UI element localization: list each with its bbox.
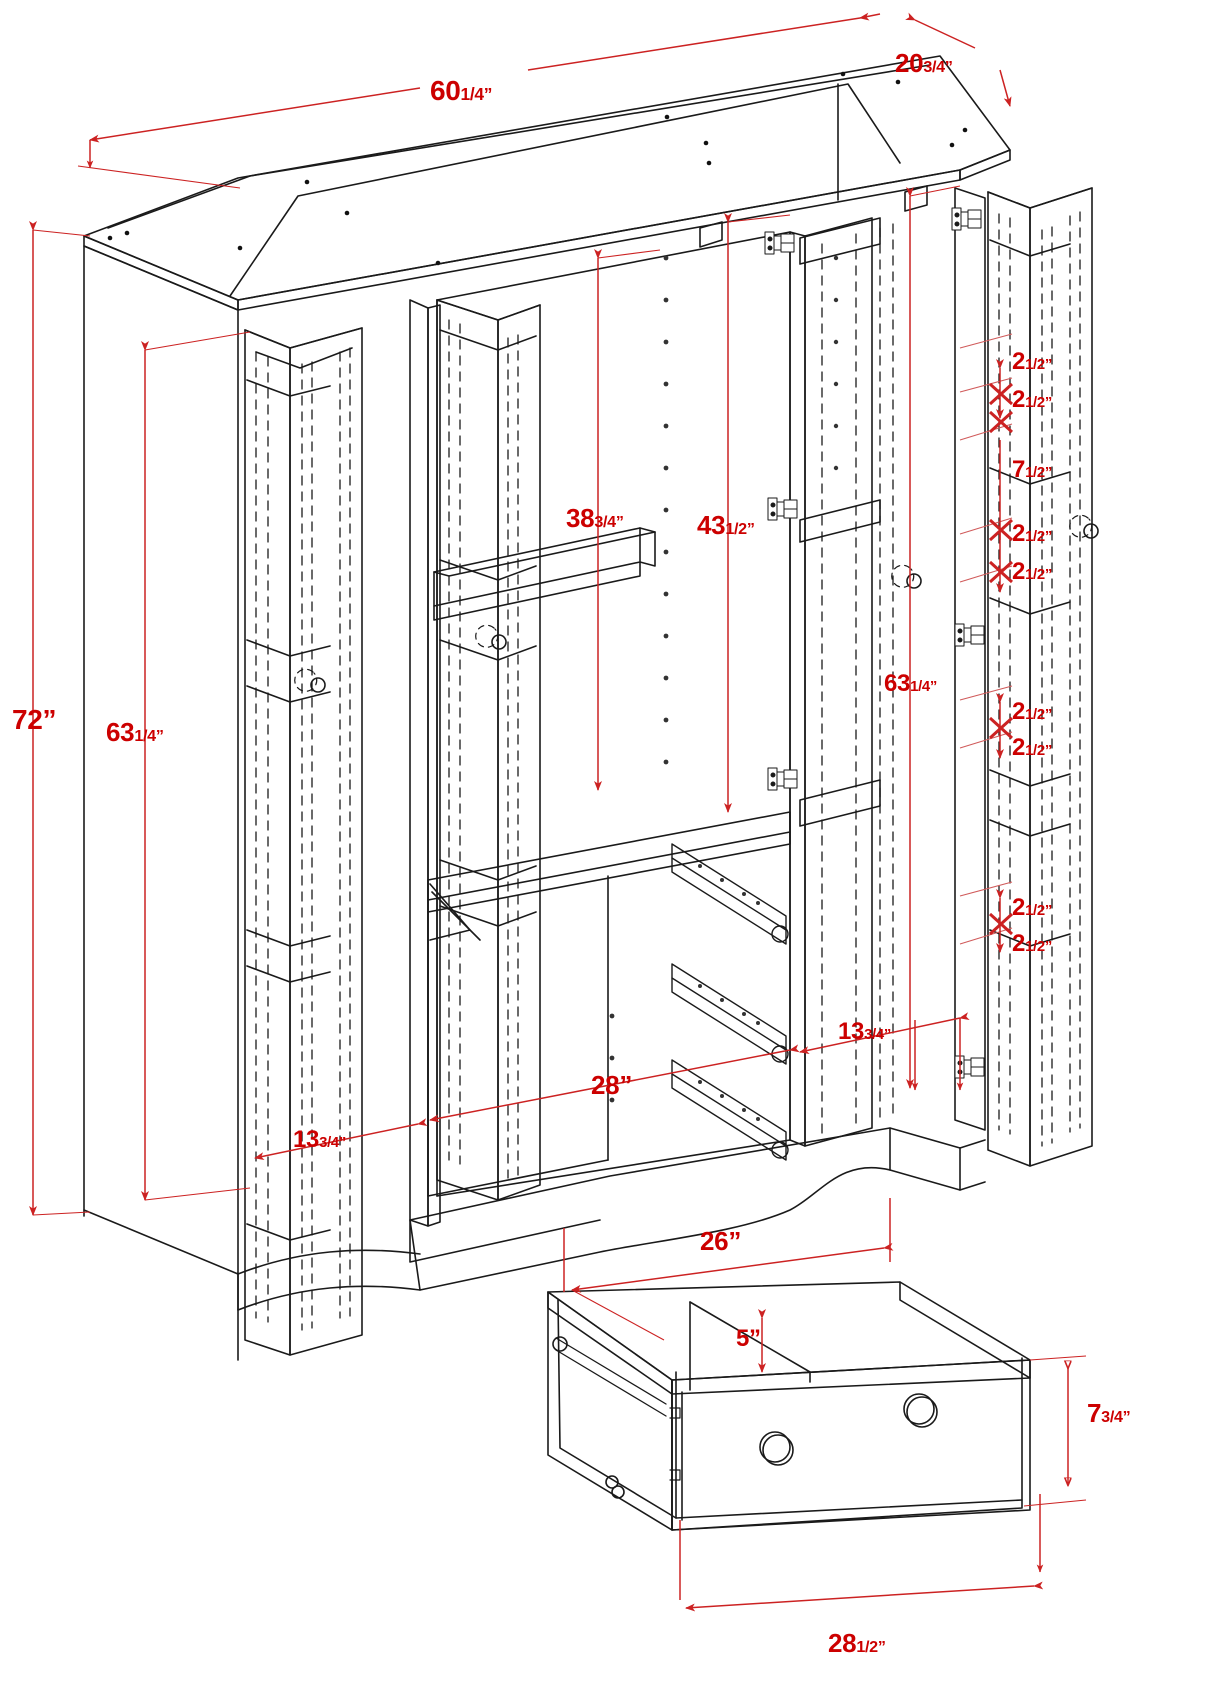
dimension-hinge-spacing-a: 21/2” [1012, 348, 1052, 375]
dimension-hinge-gap: 71/2” [1012, 456, 1052, 483]
dimension-right-compartment-width: 133/4” [838, 1018, 892, 1045]
dimension-drawer-front-height: 73/4” [1087, 1398, 1131, 1428]
dimension-drawer-inner-width: 26” [700, 1226, 742, 1256]
dimension-overall-depth: 203/4” [895, 48, 953, 78]
dimension-overall-width: 601/4” [430, 75, 493, 106]
dimension-hinge-spacing-f: 21/2” [1012, 734, 1052, 761]
dimension-right-opening-height: 431/2” [697, 510, 755, 540]
dimension-hinge-spacing-b: 21/2” [1012, 386, 1052, 413]
dimension-drawer-inner-depth: 5” [736, 1325, 761, 1352]
dimension-right-side-panel-height: 631/4” [884, 670, 938, 697]
dimension-center-opening-height: 383/4” [566, 503, 624, 533]
dimension-drawer-front-width: 281/2” [828, 1628, 886, 1658]
dimension-hinge-spacing-h: 21/2” [1012, 930, 1052, 957]
dimension-left-side-panel-height: 631/4” [106, 717, 164, 747]
dimension-hinge-spacing-d: 21/2” [1012, 558, 1052, 585]
dimension-overall-height: 72” [12, 704, 57, 735]
dimension-hinge-spacing-e: 21/2” [1012, 698, 1052, 725]
dimension-hinge-spacing-g: 21/2” [1012, 894, 1052, 921]
dimension-hinge-spacing-c: 21/2” [1012, 520, 1052, 547]
dimension-left-compartment-width: 133/4” [293, 1126, 347, 1153]
dimension-center-compartment-width: 28” [591, 1070, 633, 1100]
